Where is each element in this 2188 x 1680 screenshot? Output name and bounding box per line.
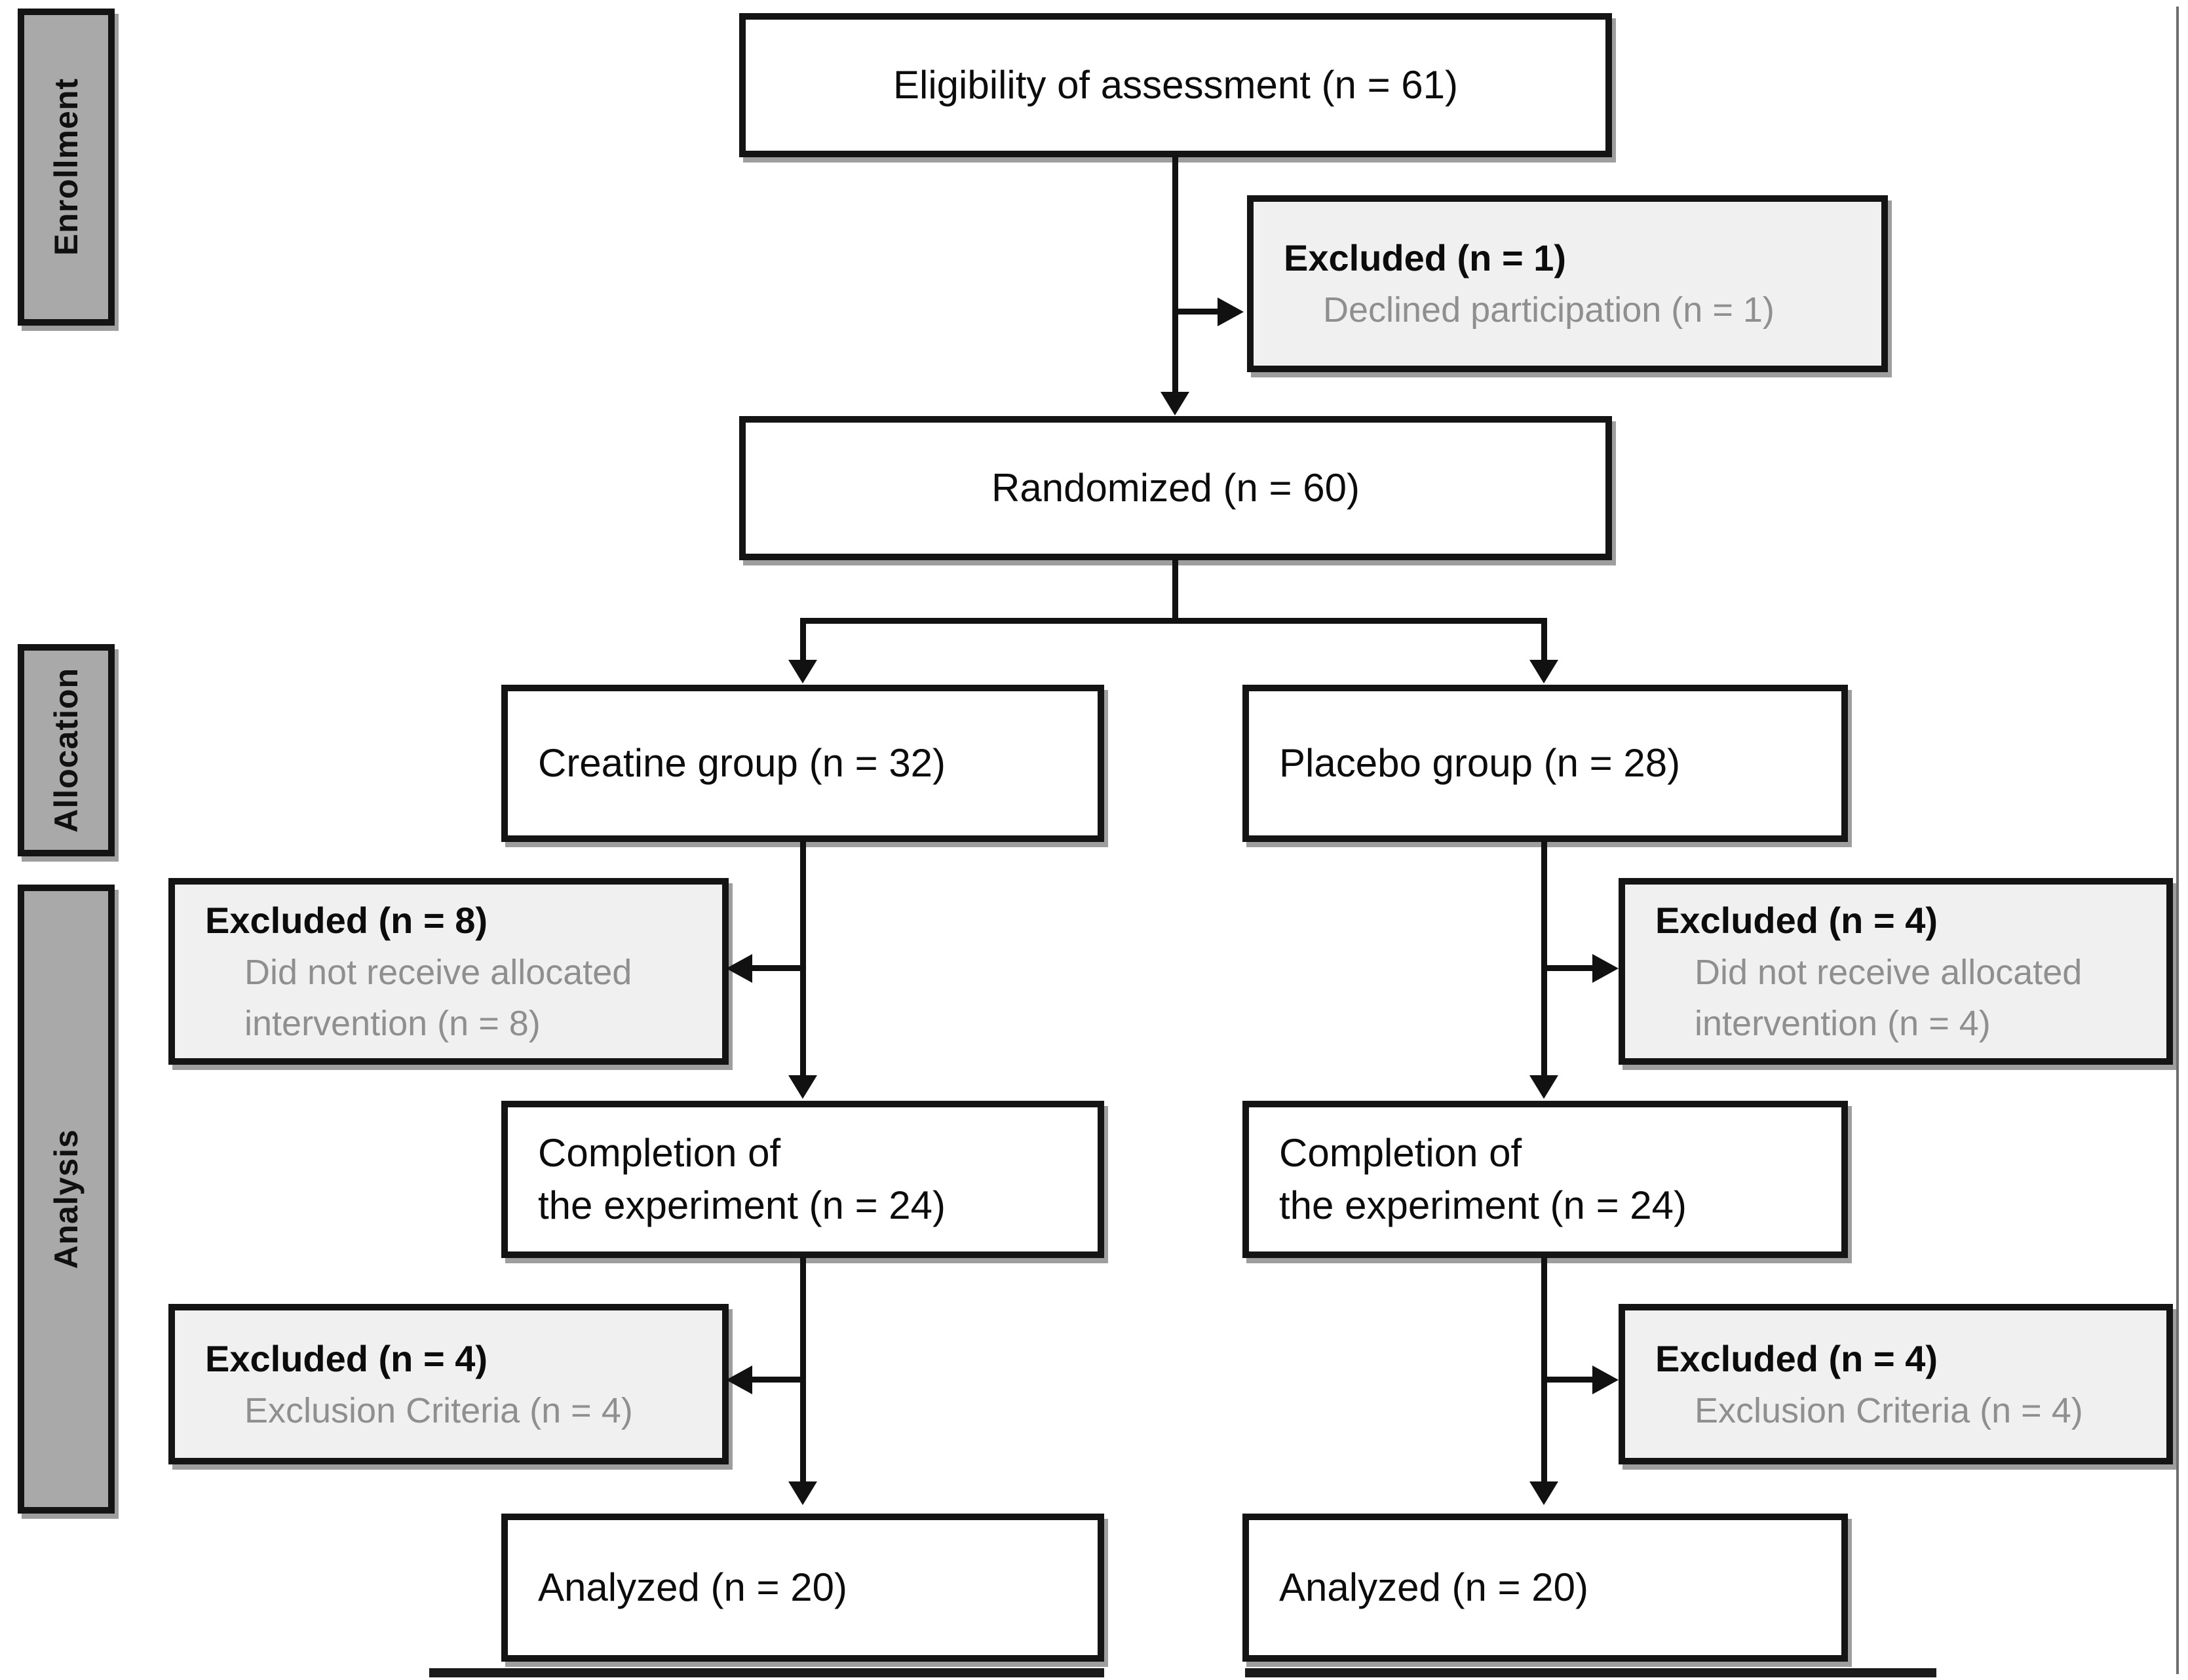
connector-to-excluded-analysis-creatine: [752, 1377, 803, 1383]
node-excluded-enrollment: Excluded (n = 1) Declined participation …: [1247, 195, 1888, 372]
excluded-title: Excluded (n = 1): [1284, 237, 1566, 278]
node-label: Creatine group (n = 32): [538, 741, 946, 785]
node-randomized: Randomized (n = 60): [739, 416, 1612, 560]
node-label-line: Completion of: [538, 1131, 781, 1175]
arrow-down-icon: [1529, 660, 1558, 683]
stage-label-text: Analysis: [48, 1129, 85, 1269]
connector-to-excluded-analysis-placebo: [1547, 1377, 1594, 1383]
arrow-down-icon: [788, 660, 817, 683]
connector-to-excluded-enrollment: [1172, 309, 1219, 315]
node-excluded-allocation-creatine: Excluded (n = 8) Did not receive allocat…: [168, 878, 729, 1065]
connector-eligibility-to-randomized: [1172, 156, 1178, 393]
node-creatine-group: Creatine group (n = 32): [501, 685, 1104, 842]
excluded-title: Excluded (n = 4): [205, 1337, 488, 1379]
excluded-reason: Exclusion Criteria (n = 4): [244, 1390, 633, 1430]
arrow-right-icon: [1592, 954, 1619, 983]
node-label: Analyzed (n = 20): [1279, 1565, 1588, 1609]
connector-placebo-to-completion: [1541, 841, 1547, 1077]
excluded-title: Excluded (n = 4): [1655, 1337, 1938, 1379]
excluded-title: Excluded (n = 4): [1655, 899, 1938, 941]
excluded-reason: intervention (n = 8): [244, 1003, 541, 1043]
arrow-right-icon: [1592, 1365, 1619, 1394]
stage-label-allocation: Allocation: [18, 644, 115, 856]
node-label: Analyzed (n = 20): [538, 1565, 847, 1609]
page-edge-line-right: [2176, 7, 2179, 1674]
node-label-line: the experiment (n = 24): [1279, 1183, 1687, 1227]
arrow-left-icon: [726, 1365, 752, 1394]
node-label: Placebo group (n = 28): [1279, 741, 1681, 785]
stage-label-text: Allocation: [48, 668, 85, 833]
excluded-reason: Did not receive allocated: [1695, 952, 2082, 992]
connector-creatine-to-analyzed: [800, 1257, 806, 1483]
connector-randomized-stem: [1172, 559, 1178, 624]
arrow-right-icon: [1218, 297, 1244, 326]
excluded-reason: Did not receive allocated: [244, 952, 632, 992]
node-label-line: Completion of: [1279, 1131, 1522, 1175]
node-analyzed-placebo: Analyzed (n = 20): [1242, 1514, 1848, 1662]
connector-split: [800, 618, 1547, 624]
node-eligibility: Eligibility of assessment (n = 61): [739, 13, 1612, 157]
connector-creatine-to-completion: [800, 841, 806, 1077]
arrow-down-icon: [1529, 1075, 1558, 1099]
node-excluded-analysis-placebo: Excluded (n = 4) Exclusion Criteria (n =…: [1619, 1304, 2173, 1464]
arrow-down-icon: [788, 1075, 817, 1099]
node-label-line: the experiment (n = 24): [538, 1183, 946, 1227]
cropped-bottom-line-right: [1245, 1668, 1936, 1677]
node-completion-creatine: Completion of the experiment (n = 24): [501, 1101, 1104, 1258]
node-excluded-analysis-creatine: Excluded (n = 4) Exclusion Criteria (n =…: [168, 1304, 729, 1464]
stage-label-analysis: Analysis: [18, 885, 115, 1514]
excluded-title: Excluded (n = 8): [205, 899, 488, 941]
arrow-down-icon: [1161, 392, 1189, 415]
arrow-down-icon: [788, 1481, 817, 1505]
excluded-reason: intervention (n = 4): [1695, 1003, 1991, 1043]
stage-label-text: Enrollment: [48, 78, 85, 256]
connector-placebo-to-analyzed: [1541, 1257, 1547, 1483]
excluded-reason: Exclusion Criteria (n = 4): [1695, 1390, 2083, 1430]
node-placebo-group: Placebo group (n = 28): [1242, 685, 1848, 842]
node-completion-placebo: Completion of the experiment (n = 24): [1242, 1101, 1848, 1258]
stage-label-enrollment: Enrollment: [18, 9, 115, 326]
connector-to-excluded-allocation-placebo: [1547, 965, 1594, 971]
arrow-left-icon: [726, 954, 752, 983]
node-label: Randomized (n = 60): [991, 466, 1360, 510]
cropped-bottom-line-left: [429, 1668, 1104, 1677]
connector-to-excluded-allocation-creatine: [752, 965, 803, 971]
connector-split-right: [1541, 618, 1547, 661]
node-analyzed-creatine: Analyzed (n = 20): [501, 1514, 1104, 1662]
arrow-down-icon: [1529, 1481, 1558, 1505]
connector-split-left: [800, 618, 806, 661]
excluded-reason: Declined participation (n = 1): [1323, 290, 1775, 330]
node-excluded-allocation-placebo: Excluded (n = 4) Did not receive allocat…: [1619, 878, 2173, 1065]
node-label: Eligibility of assessment (n = 61): [892, 63, 1459, 107]
